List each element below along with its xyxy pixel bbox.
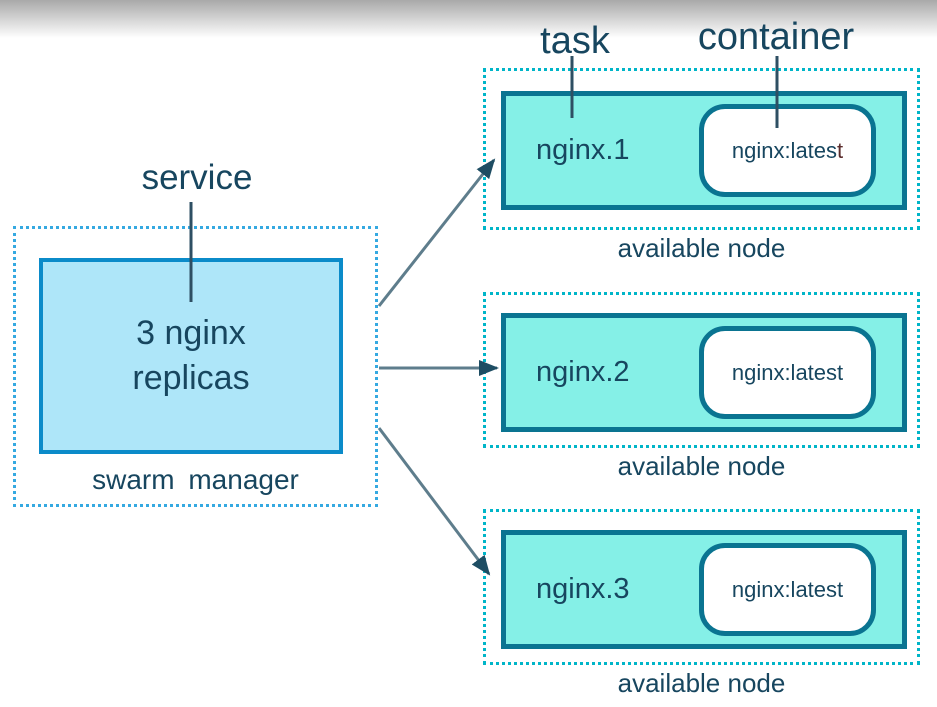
service-annotation-label: service	[141, 158, 253, 197]
container-image-label: nginx:latest	[731, 576, 844, 602]
arrow-service-to-node-3	[377, 427, 491, 576]
top-gradient-band	[0, 0, 937, 38]
task-annotation-label: task	[540, 20, 610, 62]
task-name-label: nginx.2	[536, 356, 630, 388]
available-node-label-3: available node	[617, 668, 786, 698]
container-pill-nginx-3: nginx:latest	[699, 543, 876, 636]
service-replicas-box: 3 nginx replicas	[39, 258, 343, 454]
swarm-manager-dotted-box	[13, 226, 378, 507]
available-node-box-2: nginx.2 nginx:latest	[483, 292, 920, 448]
task-name-label: nginx.1	[536, 134, 630, 166]
task-name-label: nginx.3	[536, 573, 630, 605]
arrow-service-to-node-1	[377, 158, 496, 307]
available-node-box-3: nginx.3 nginx:latest	[483, 509, 920, 665]
container-annotation-label: container	[697, 16, 855, 58]
container-image-label-suffix: t	[837, 137, 844, 163]
container-image-label: nginx:latest	[731, 359, 844, 385]
service-replicas-line2: replicas	[132, 359, 250, 397]
task-box-nginx-3: nginx.3 nginx:latest	[501, 530, 907, 649]
available-node-label-1: available node	[617, 233, 786, 263]
service-replicas-text: 3 nginx replicas	[132, 311, 249, 401]
task-box-nginx-2: nginx.2 nginx:latest	[501, 313, 907, 432]
container-pill-nginx-2: nginx:latest	[699, 326, 876, 419]
available-node-label-2: available node	[617, 451, 786, 481]
container-image-label: nginx:lates	[731, 137, 838, 163]
service-replicas-line1: 3 nginx	[136, 314, 246, 353]
swarm-manager-label: swarm manager	[92, 464, 299, 495]
